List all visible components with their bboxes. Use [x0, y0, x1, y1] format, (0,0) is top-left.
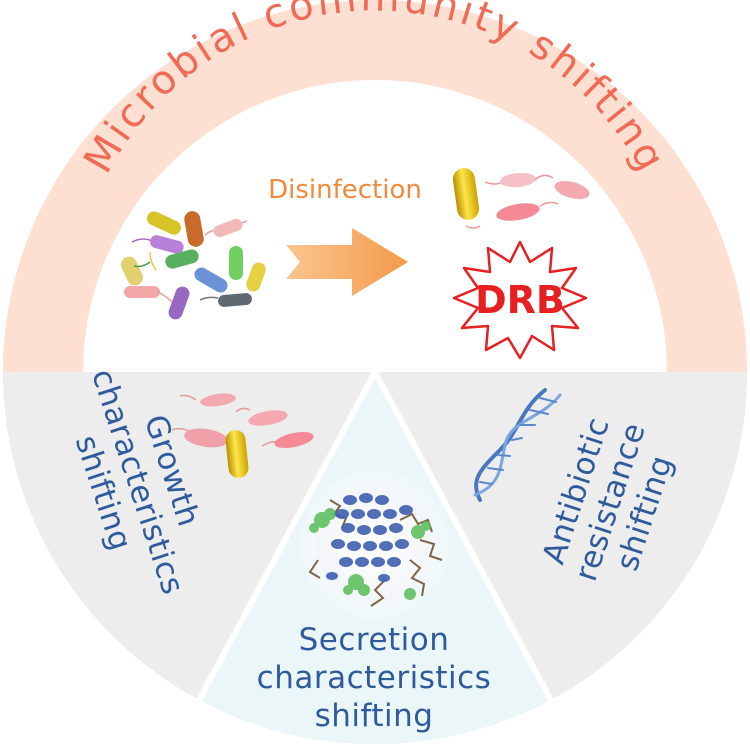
surviving-bacteria-icon [452, 168, 590, 229]
secretion-label-line2: characteristics [257, 660, 492, 696]
secretion-label-line1: Secretion [299, 622, 450, 658]
divider-left [172, 370, 378, 744]
drb-label: DRB [475, 278, 565, 322]
arrow-icon [286, 228, 408, 296]
growth-bacteria-icon [171, 393, 314, 478]
secretion-label-line3: shifting [315, 698, 434, 734]
drb-burst-icon [452, 240, 588, 360]
disinfection-label: Disinfection [268, 175, 422, 205]
dna-helix-icon [473, 388, 562, 502]
divider-right [372, 370, 578, 744]
petri-dish-icon [296, 467, 452, 623]
bacteria-cluster-icon [121, 211, 266, 320]
